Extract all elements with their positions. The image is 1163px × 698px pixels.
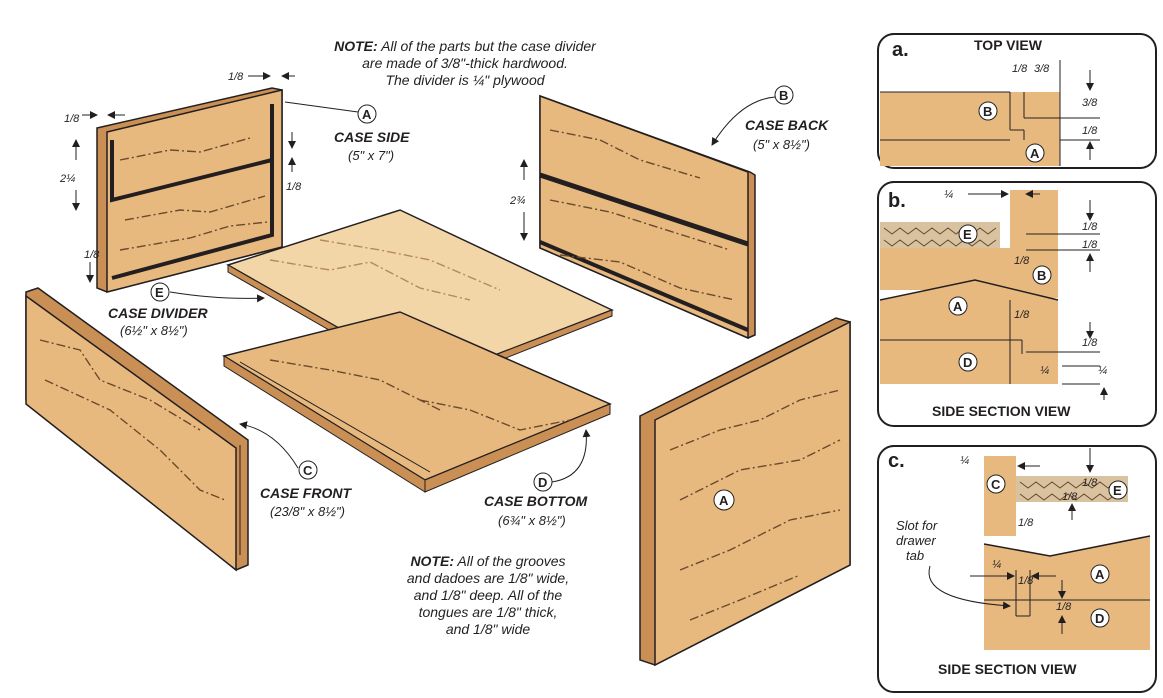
- svg-text:1/8: 1/8: [1082, 337, 1098, 349]
- svg-text:TOP VIEW: TOP VIEW: [974, 37, 1043, 53]
- svg-text:3/8: 3/8: [1034, 63, 1050, 75]
- svg-text:CASE DIVIDER: CASE DIVIDER: [108, 305, 208, 321]
- svg-text:Slot for: Slot for: [896, 518, 938, 533]
- svg-text:2¾: 2¾: [509, 195, 525, 207]
- svg-text:SIDE SECTION VIEW: SIDE SECTION VIEW: [932, 403, 1071, 419]
- svg-text:1/8: 1/8: [286, 181, 302, 193]
- svg-text:(5" x 8½"): (5" x 8½"): [753, 137, 810, 152]
- case-back-panel: [539, 94, 756, 340]
- svg-text:2¼: 2¼: [59, 173, 75, 185]
- case-bottom-label: D CASE BOTTOM (6¾" x 8½"): [484, 429, 591, 528]
- side-panel-right: A: [639, 317, 851, 667]
- svg-text:A: A: [1095, 567, 1105, 582]
- svg-text:A: A: [719, 493, 729, 508]
- case-front-label: C CASE FRONT (23/8" x 8½"): [239, 421, 352, 519]
- svg-text:1/8: 1/8: [1056, 601, 1072, 613]
- svg-text:¼: ¼: [1098, 365, 1107, 377]
- svg-text:1/8: 1/8: [1014, 255, 1030, 267]
- svg-text:(5" x 7"): (5" x 7"): [348, 148, 394, 163]
- svg-text:E: E: [155, 285, 164, 300]
- svg-text:a.: a.: [892, 39, 909, 61]
- svg-text:CASE FRONT: CASE FRONT: [260, 485, 352, 501]
- view-a-top: a. TOP VIEW 1/8 3/8 3/8 1/8 B A: [877, 33, 1157, 169]
- svg-text:(23/8" x 8½"): (23/8" x 8½"): [270, 504, 345, 519]
- case-side-label: A CASE SIDE (5" x 7"): [284, 101, 410, 163]
- svg-text:A: A: [953, 299, 963, 314]
- svg-text:E: E: [1113, 483, 1122, 498]
- svg-text:CASE BACK: CASE BACK: [745, 117, 829, 133]
- note-bottom: NOTE: All of the grooves and dadoes are …: [406, 553, 570, 637]
- svg-text:1/8: 1/8: [1062, 491, 1078, 503]
- svg-text:D: D: [1095, 611, 1104, 626]
- svg-text:1/8: 1/8: [1012, 63, 1028, 75]
- svg-text:¼: ¼: [1040, 365, 1049, 377]
- svg-text:E: E: [963, 227, 972, 242]
- svg-text:CASE SIDE: CASE SIDE: [334, 129, 410, 145]
- svg-text:SIDE SECTION VIEW: SIDE SECTION VIEW: [938, 661, 1077, 677]
- view-b-side-section: b. ¼ 1/8 1/8 1/8 1/8 1/8 ¼ ¼ E B A D SID…: [877, 181, 1157, 427]
- case-divider-label: E CASE DIVIDER (6½" x 8½"): [108, 282, 265, 338]
- svg-text:B: B: [983, 104, 992, 119]
- svg-text:1/8: 1/8: [1018, 575, 1034, 587]
- svg-text:3/8: 3/8: [1082, 97, 1098, 109]
- svg-text:1/8: 1/8: [228, 71, 244, 83]
- svg-text:(6½" x 8½"): (6½" x 8½"): [120, 323, 188, 338]
- svg-text:tab: tab: [906, 548, 924, 563]
- case-back-dims: 2¾: [509, 159, 528, 241]
- svg-text:1/8: 1/8: [1082, 221, 1098, 233]
- svg-text:1/8: 1/8: [1014, 309, 1030, 321]
- case-side-panel: [96, 87, 283, 293]
- svg-text:(6¾" x 8½"): (6¾" x 8½"): [498, 513, 566, 528]
- note-top: NOTE: All of the parts but the case divi…: [334, 38, 596, 88]
- svg-text:1/8: 1/8: [1082, 239, 1098, 251]
- svg-text:¼: ¼: [960, 455, 969, 467]
- svg-text:c.: c.: [888, 450, 905, 472]
- case-front-panel: [25, 287, 249, 572]
- svg-text:CASE BOTTOM: CASE BOTTOM: [484, 493, 588, 509]
- svg-text:B: B: [1037, 268, 1046, 283]
- svg-text:A: A: [1030, 146, 1040, 161]
- svg-text:D: D: [963, 355, 972, 370]
- svg-text:1/8: 1/8: [1082, 125, 1098, 137]
- svg-text:¼: ¼: [992, 559, 1001, 571]
- svg-text:1/8: 1/8: [1018, 517, 1034, 529]
- svg-text:¼: ¼: [944, 189, 953, 201]
- svg-text:A: A: [362, 107, 372, 122]
- svg-text:1/8: 1/8: [84, 249, 100, 261]
- case-back-label: B CASE BACK (5" x 8½"): [711, 85, 829, 152]
- case-bottom-panel: [222, 311, 612, 493]
- svg-text:B: B: [779, 88, 788, 103]
- svg-text:C: C: [991, 477, 1001, 492]
- svg-text:drawer: drawer: [896, 533, 936, 548]
- svg-text:C: C: [303, 463, 313, 478]
- svg-text:1/8: 1/8: [1082, 477, 1098, 489]
- view-c-side-section: c. ¼ 1/8 1/8 1/8 C E ¼ 1/8 1/8 A D Slot …: [877, 445, 1157, 693]
- svg-text:1/8: 1/8: [64, 113, 80, 125]
- svg-text:b.: b.: [888, 190, 906, 212]
- svg-text:D: D: [538, 475, 547, 490]
- case-side-dims: 1/8 1/8 2¼ 1/8 1/8: [59, 71, 302, 283]
